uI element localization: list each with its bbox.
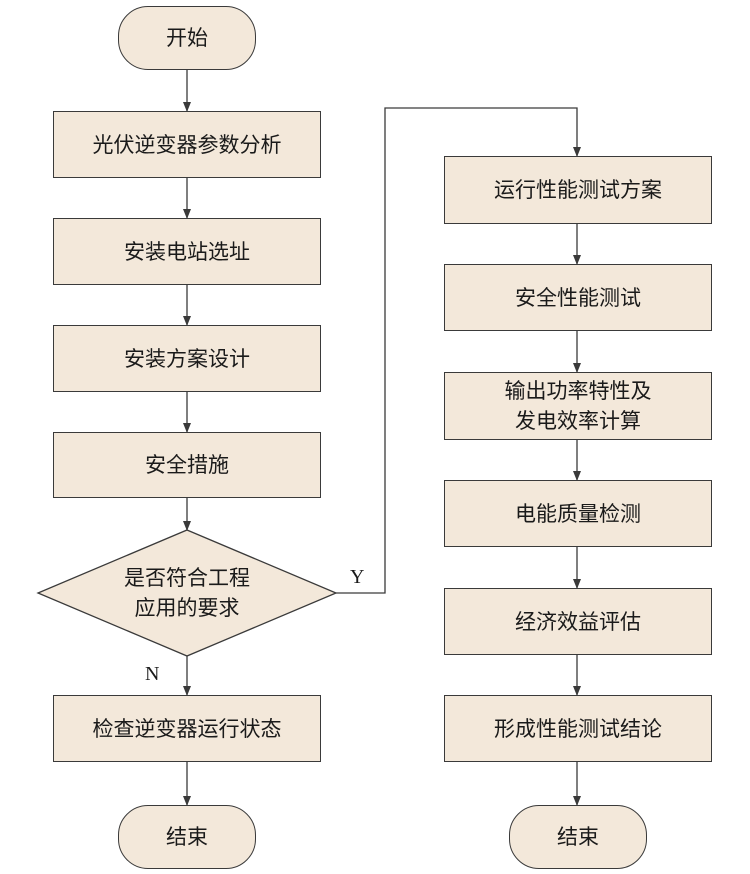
step-economic-evaluation: 经济效益评估 [444,588,712,655]
start-node: 开始 [118,6,256,70]
step-test-conclusion: 形成性能测试结论 [444,695,712,762]
step-test-plan: 运行性能测试方案 [444,156,712,224]
step-site-selection: 安装电站选址 [53,218,321,285]
decision-diamond [36,529,338,657]
step-safety-test: 安全性能测试 [444,264,712,331]
step-safety-measures: 安全措施 [53,432,321,498]
arrow-decision-yes [336,107,581,594]
end-node-right: 结束 [509,805,647,869]
step-inverter-parameter-analysis: 光伏逆变器参数分析 [53,111,321,178]
step-check-inverter-status: 检查逆变器运行状态 [53,695,321,762]
end-node-left: 结束 [118,805,256,869]
decision-label: 是否符合工程 应用的要求 [124,566,250,620]
label-no: N [145,663,160,685]
step-power-quality-test: 电能质量检测 [444,480,712,547]
step-power-efficiency-calc: 输出功率特性及 发电效率计算 [444,372,712,440]
label-yes: Y [350,566,365,588]
step-installation-design: 安装方案设计 [53,325,321,392]
